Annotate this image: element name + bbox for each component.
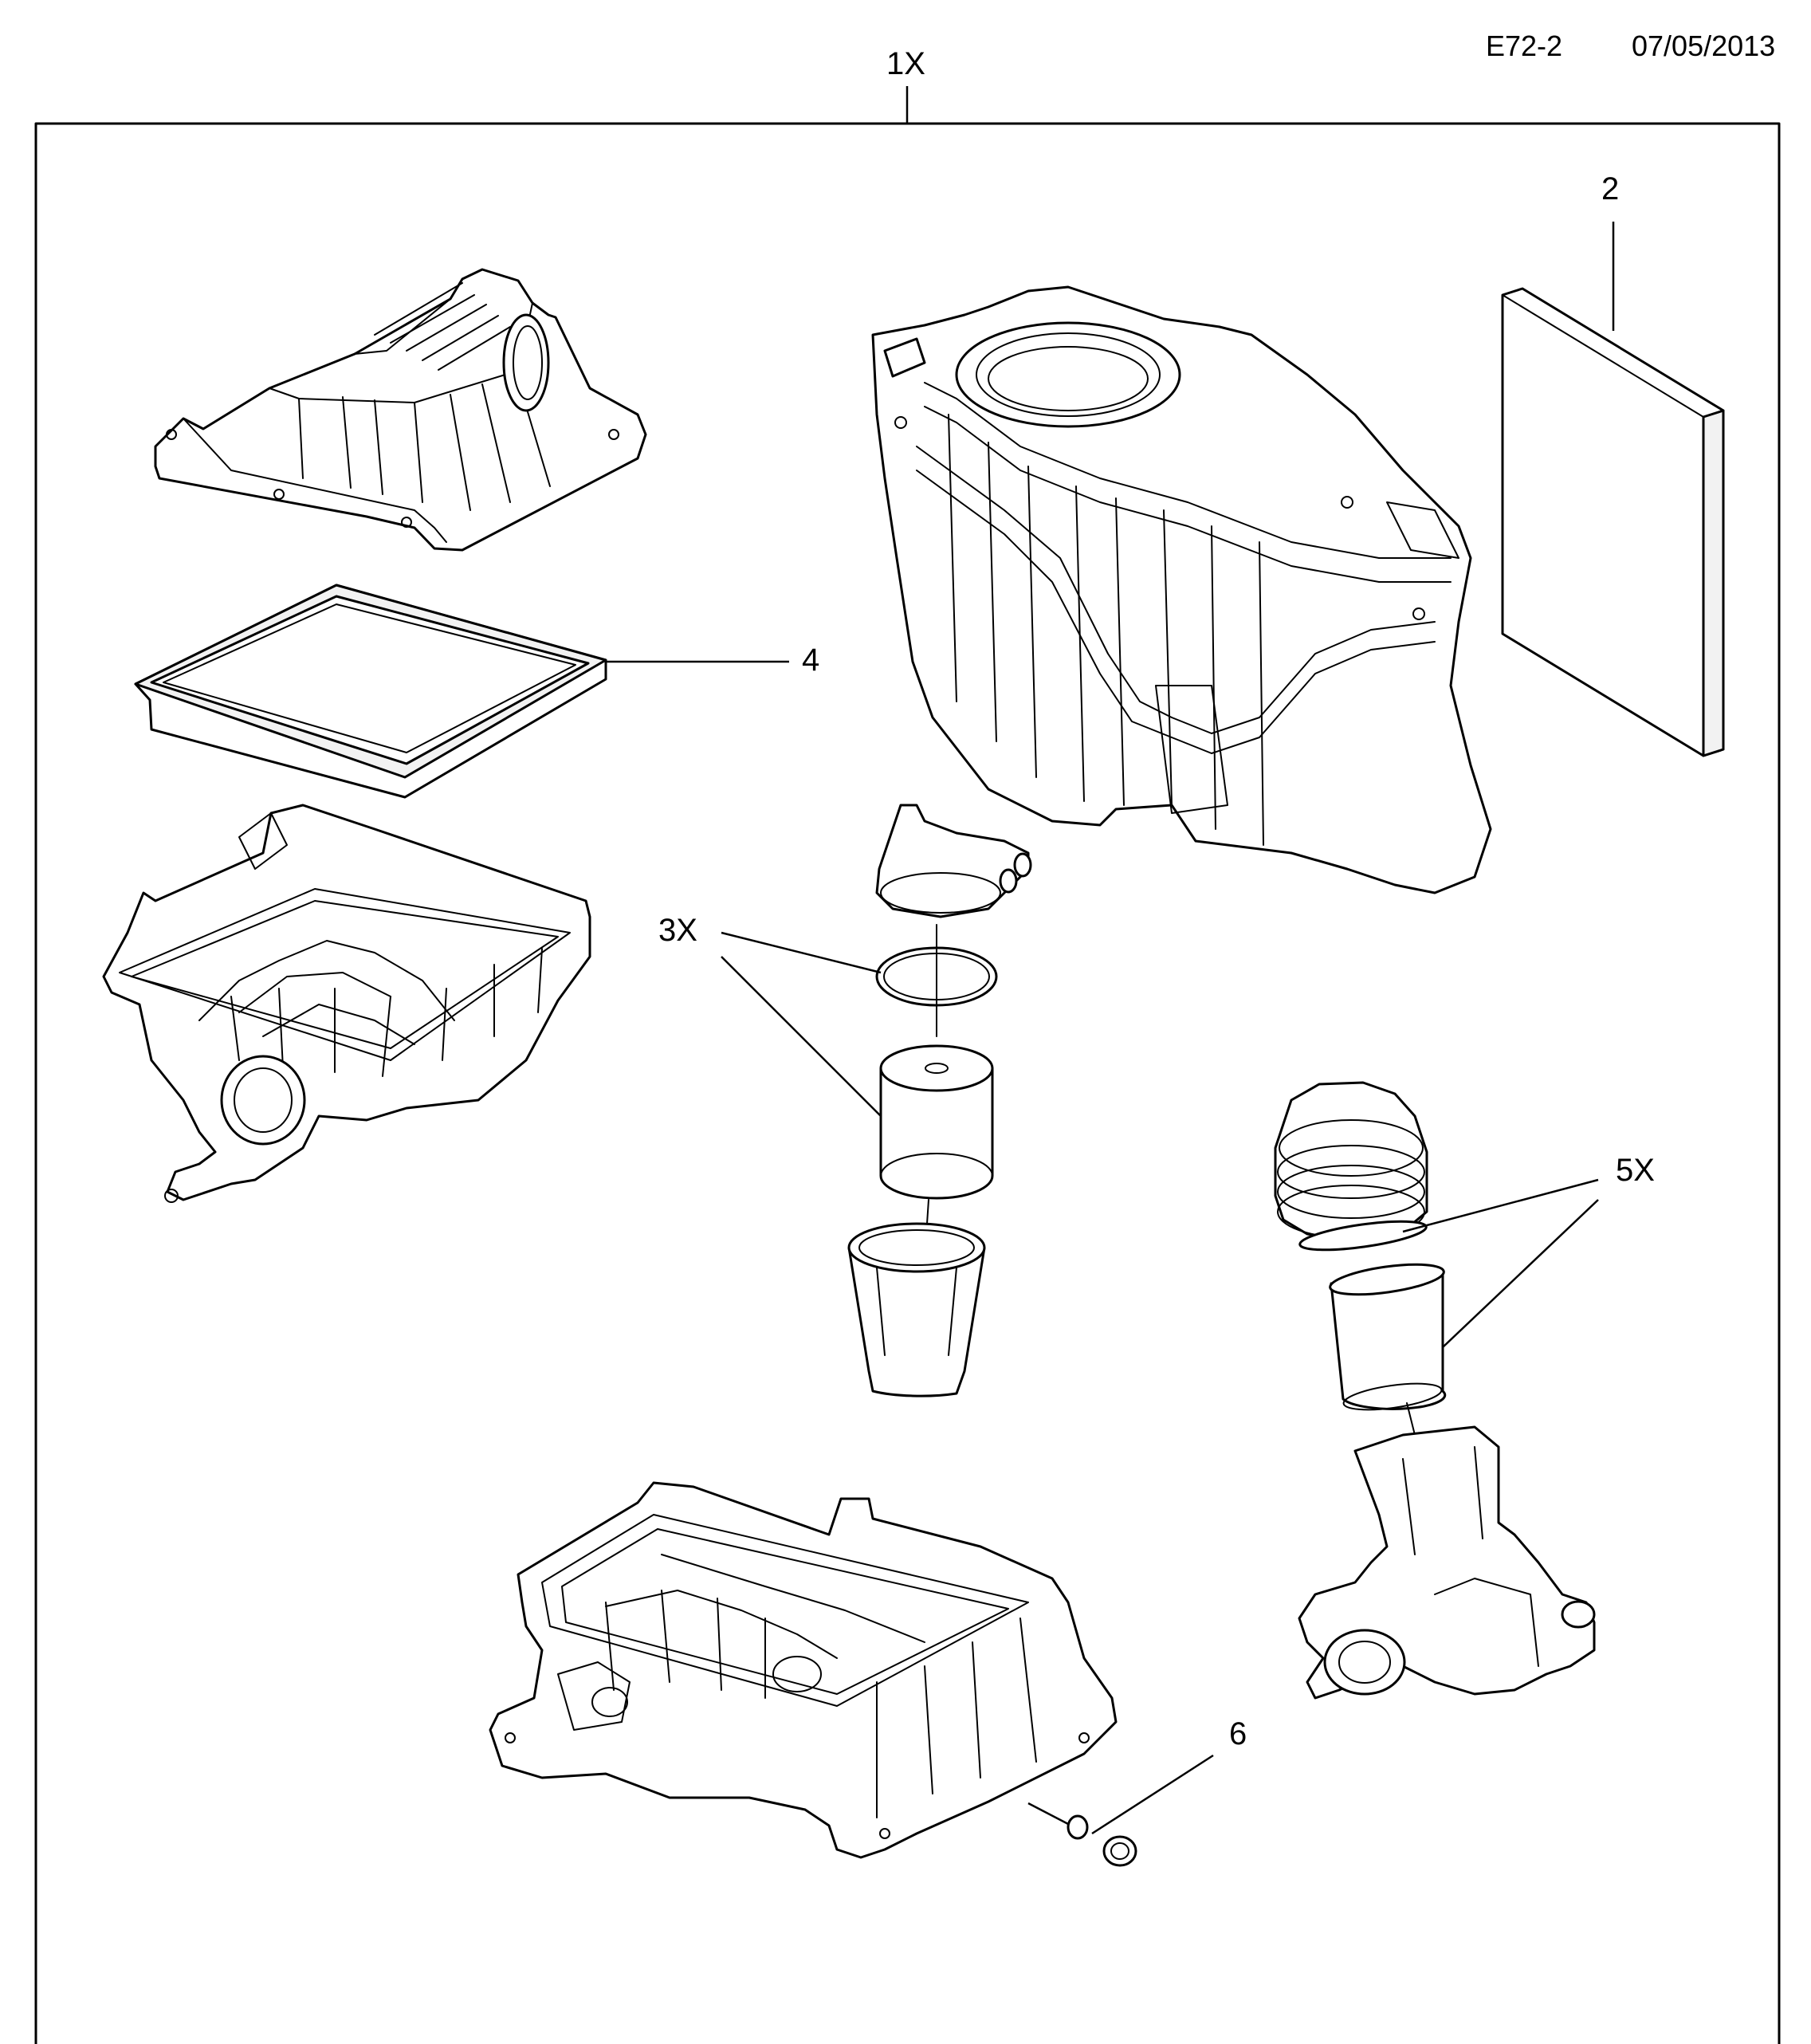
callout-kit-1x: 1X bbox=[886, 46, 925, 81]
callout-part-2: 2 bbox=[1601, 171, 1620, 206]
fuel-filter-element bbox=[879, 1044, 994, 1200]
drawing-code: E72-2 bbox=[1486, 29, 1563, 62]
callout-part-3x: 3X bbox=[658, 913, 697, 948]
air-box-assembly bbox=[871, 285, 1492, 894]
oil-pan bbox=[489, 1481, 1118, 1859]
air-filter-element bbox=[134, 584, 789, 799]
callout-part-5x: 5X bbox=[1616, 1153, 1655, 1188]
fuel-filter-housing-top bbox=[875, 804, 1032, 918]
drain-plug-washer bbox=[1027, 1754, 1214, 1867]
callout-part-4: 4 bbox=[802, 643, 820, 678]
drawing-date: 07/05/2013 bbox=[1632, 29, 1776, 62]
air-cleaner-housing bbox=[102, 804, 591, 1203]
oil-filter-housing bbox=[1298, 1425, 1596, 1700]
oil-filter-gasket bbox=[1298, 1220, 1428, 1252]
fuel-filter-bowl bbox=[847, 1222, 986, 1397]
callout-part-6: 6 bbox=[1229, 1716, 1247, 1751]
cabin-filter bbox=[1501, 222, 1725, 757]
air-cleaner-cover bbox=[154, 268, 647, 552]
oil-filter-element bbox=[1329, 1263, 1447, 1411]
oil-filter-cap bbox=[1274, 1081, 1428, 1241]
